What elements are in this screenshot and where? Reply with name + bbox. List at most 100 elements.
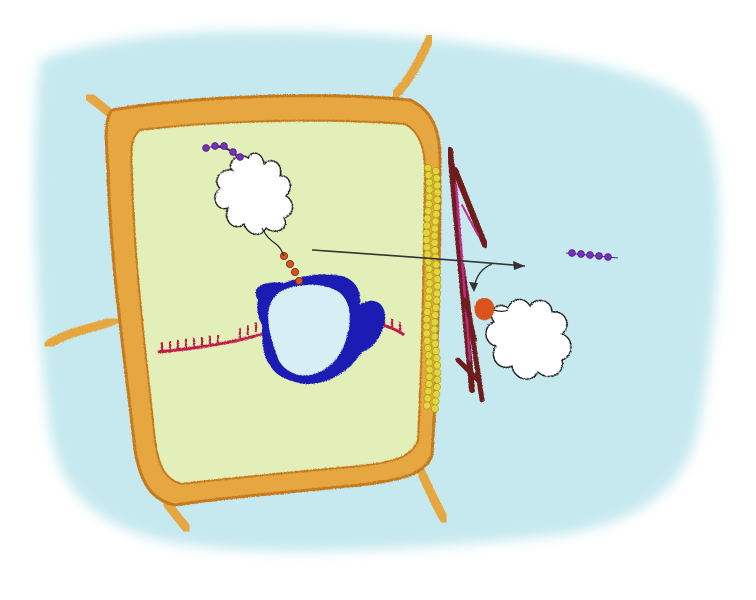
membrane-bead: [423, 243, 431, 252]
membrane-bead: [433, 282, 442, 291]
membrane-bead: [433, 368, 442, 377]
membrane-bead: [424, 344, 432, 352]
membrane-bead: [432, 210, 441, 219]
membrane-bead: [431, 339, 440, 348]
peptide-chain-icon: [202, 142, 244, 161]
membrane-bead: [432, 296, 441, 305]
peptide-residue: [236, 153, 244, 161]
peptide-residue: [229, 148, 237, 156]
membrane-bead: [430, 239, 439, 247]
membrane-bead: [431, 217, 440, 226]
membrane-bead: [431, 397, 440, 406]
wall-fiber-5: [454, 183, 472, 362]
membrane-bead: [430, 332, 439, 341]
cell-membrane-icon: [422, 164, 442, 413]
membrane-bead: [422, 322, 431, 331]
membrane-bead: [433, 375, 442, 384]
membrane-bead: [433, 188, 442, 197]
peptide-residue: [220, 142, 228, 150]
membrane-bead: [433, 289, 442, 298]
membrane-bead: [433, 195, 442, 204]
membrane-bead: [424, 207, 433, 216]
membrane-bead: [433, 361, 442, 370]
membrane-bead: [432, 203, 441, 211]
membrane-bead: [424, 200, 433, 208]
membrane-bead: [424, 164, 432, 172]
secreted-tether: [493, 309, 509, 313]
signal-residue: [294, 276, 303, 285]
membrane-bead: [425, 272, 434, 280]
arrow-line: [311, 249, 526, 267]
membrane-bead: [433, 181, 442, 190]
membrane-bead: [431, 311, 440, 319]
membrane-bead: [425, 185, 434, 194]
membrane-bead: [424, 171, 433, 180]
neighbour-wall-left: [43, 315, 120, 350]
membrane-bead: [430, 224, 439, 233]
membrane-bead: [424, 387, 433, 396]
signal-residue: [285, 259, 294, 268]
membrane-bead: [423, 250, 432, 259]
membrane-bead: [431, 303, 440, 312]
membrane-bead: [423, 336, 432, 345]
arrow-branch-head: [469, 282, 478, 292]
membrane-bead: [432, 390, 441, 399]
membrane-bead: [425, 264, 433, 273]
membrane-bead: [432, 260, 441, 269]
free-peptide-icon: [565, 249, 619, 261]
membrane-bead: [423, 300, 432, 309]
protein-coil-inside: [214, 152, 294, 235]
secreted-protein-icon: [474, 298, 572, 380]
membrane-bead: [425, 192, 434, 201]
membrane-bead: [432, 354, 441, 363]
membrane-bead: [432, 347, 440, 355]
membrane-bead: [430, 231, 439, 240]
protein-coil-icon: [213, 145, 294, 257]
membrane-bead: [425, 178, 434, 187]
membrane-bead: [424, 351, 433, 360]
membrane-bead: [424, 293, 433, 302]
membrane-bead: [422, 329, 431, 338]
peptide-residue: [595, 252, 603, 260]
peptide-residue: [568, 249, 576, 257]
peptide-residue: [211, 142, 219, 150]
secreted-protein-coil: [485, 298, 572, 380]
signal-peptide-icon: [279, 251, 303, 285]
wall-fiber-7: [463, 298, 477, 342]
membrane-bead: [425, 358, 434, 367]
wall-fiber-6: [461, 204, 479, 236]
signal-residue: [290, 267, 299, 276]
membrane-bead: [432, 174, 441, 183]
membrane-bead: [425, 380, 433, 388]
arrow-head: [513, 261, 525, 270]
membrane-bead: [432, 167, 440, 175]
ribosome-channel: [267, 283, 351, 377]
peptide-residue: [202, 144, 210, 152]
membrane-bead: [423, 401, 431, 410]
secreted-signal-blob: [474, 298, 495, 321]
membrane-bead: [425, 279, 434, 288]
membrane-bead: [423, 214, 432, 223]
membrane-bead: [425, 372, 434, 381]
membrane-bead: [431, 246, 439, 255]
ribosome-icon: [255, 274, 386, 385]
membrane-bead: [423, 394, 432, 403]
membrane-bead: [422, 315, 431, 324]
cell-wall-fibers-icon: [447, 147, 488, 403]
secretion-arrow-icon: [311, 249, 526, 292]
membrane-bead: [430, 318, 439, 327]
peptide-residue: [586, 251, 594, 259]
neighbour-cell-walls: [43, 33, 450, 535]
membrane-bead: [423, 308, 432, 316]
membrane-bead: [425, 365, 434, 374]
membrane-bead: [425, 286, 434, 295]
peptide-residue: [604, 253, 612, 261]
membrane-bead: [422, 236, 431, 244]
membrane-bead: [433, 267, 441, 276]
membrane-bead: [430, 325, 439, 334]
membrane-bead: [431, 404, 439, 413]
membrane-bead: [433, 383, 441, 391]
membrane-bead: [433, 275, 442, 283]
wall-fiber-2: [452, 167, 488, 248]
